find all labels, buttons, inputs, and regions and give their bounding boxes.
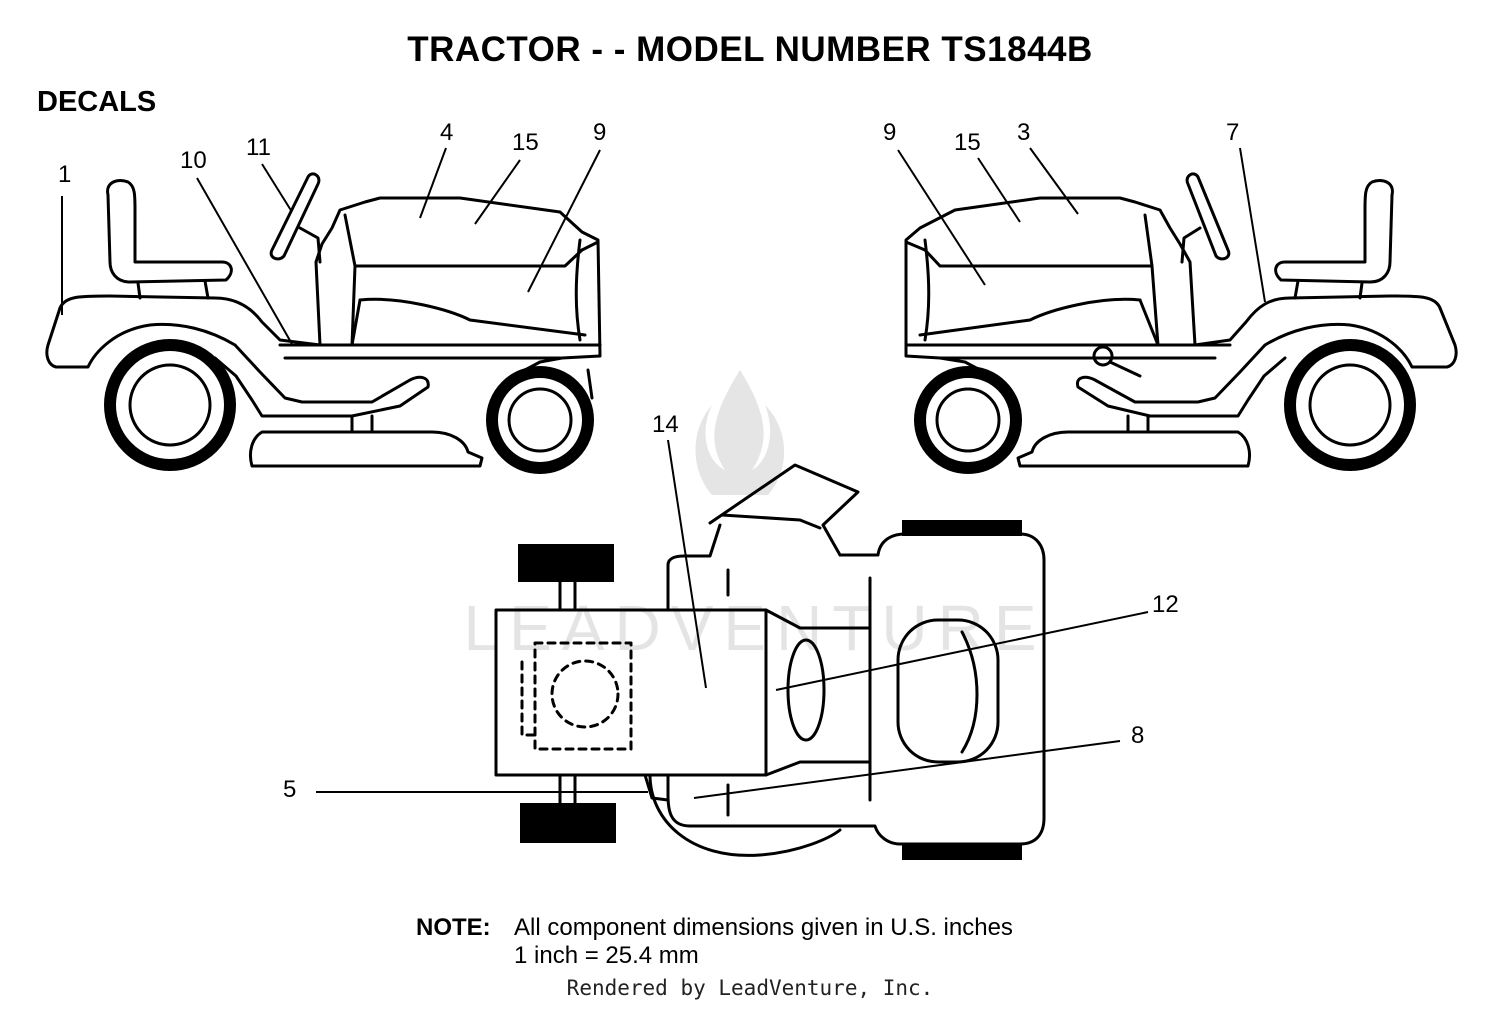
callout-label: 15 (954, 129, 981, 156)
callout-label: 15 (512, 129, 539, 156)
top-view-callouts: 14 12 8 5 (283, 411, 1179, 803)
note-line2: 1 inch = 25.4 mm (514, 942, 699, 969)
callout-label: 3 (1017, 119, 1030, 146)
left-view-leaders (61, 147, 601, 345)
callout-label: 5 (283, 776, 296, 803)
tractor-right-view (904, 172, 1458, 474)
callout-label: 8 (1131, 722, 1144, 749)
right-view-leaders (897, 147, 1266, 303)
callout-label: 9 (593, 119, 606, 146)
callout-label: 1 (58, 161, 71, 188)
tractor-top-view (494, 463, 1046, 860)
right-view-callouts: 9 15 3 7 (883, 119, 1239, 156)
callout-label: 4 (440, 119, 453, 146)
watermark-text: LEADVENTURE (464, 592, 1047, 664)
callout-label: 11 (246, 134, 271, 161)
note-label: NOTE: (416, 914, 491, 941)
footer-credit: Rendered by LeadVenture, Inc. (566, 976, 934, 1000)
callout-label: 12 (1152, 591, 1179, 618)
top-view-leaders (316, 439, 1149, 799)
page-title: TRACTOR - - MODEL NUMBER TS1844B (407, 30, 1093, 69)
callout-label: 10 (180, 147, 207, 174)
tractor-left-view (45, 172, 602, 474)
callout-label: 7 (1226, 119, 1239, 146)
note-line1: All component dimensions given in U.S. i… (514, 914, 1013, 941)
watermark-flame-icon (695, 370, 785, 495)
left-view-callouts: 1 10 11 4 15 9 (58, 119, 606, 188)
section-title: DECALS (37, 86, 157, 118)
callout-label: 14 (652, 411, 679, 438)
callout-label: 9 (883, 119, 896, 146)
